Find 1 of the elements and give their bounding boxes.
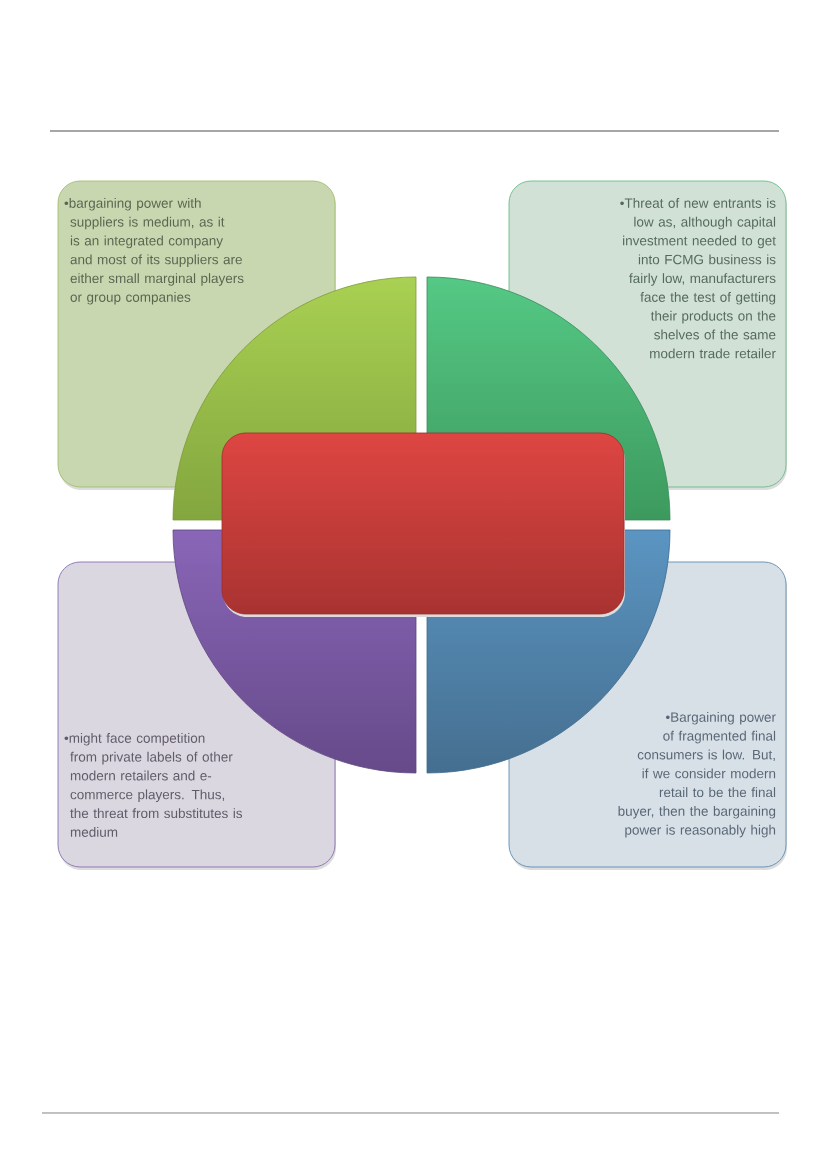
center-panel [221,432,625,617]
